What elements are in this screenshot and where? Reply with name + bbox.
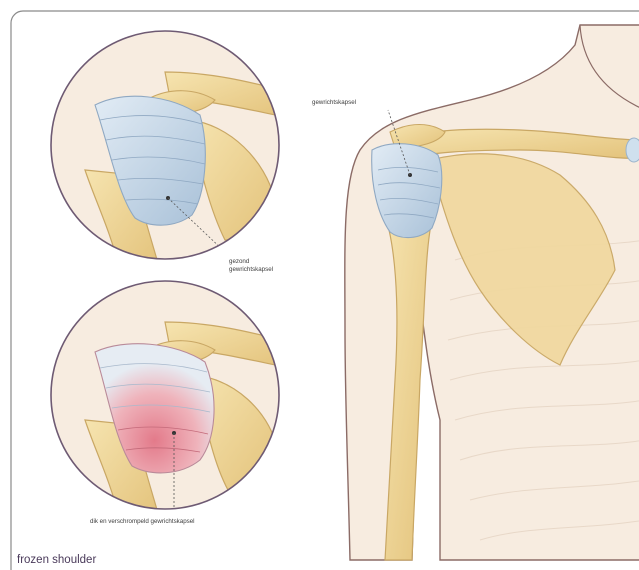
label-thickened-capsule: dik en verschrompeld gewrichtskapsel xyxy=(90,518,195,525)
label-healthy-line2: gewrichtskapsel xyxy=(229,266,273,273)
figure-caption: frozen shoulder xyxy=(17,554,96,566)
label-capsule: gewrichtskapsel xyxy=(312,99,356,106)
label-healthy-line1: gezond xyxy=(229,258,250,265)
